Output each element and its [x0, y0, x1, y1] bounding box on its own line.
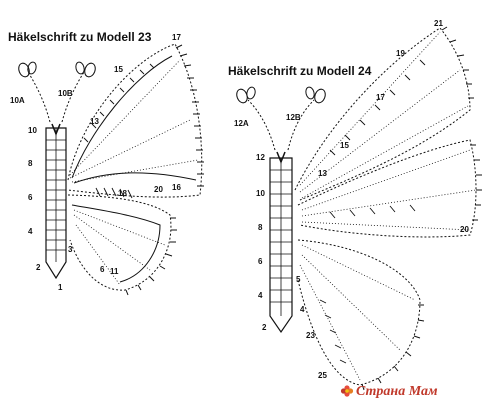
wing-label-20-24: 20 — [460, 225, 469, 234]
upper-wing-23 — [67, 43, 204, 198]
watermark-text: Страна Мам — [356, 384, 438, 399]
middle-wing-24 — [297, 139, 482, 238]
row-label-5-24: 5 — [296, 275, 301, 284]
antenna-right-24 — [287, 86, 326, 151]
body-24 — [269, 151, 293, 334]
wing-label-13: 13 — [90, 117, 99, 126]
lower-wing-23 — [67, 187, 177, 296]
title-model-23: Häkelschrift zu Modell 23 — [8, 30, 152, 44]
wing-label-23: 23 — [306, 331, 315, 340]
antenna-left-24 — [236, 86, 276, 151]
row-label-4r-24: 4 — [300, 305, 305, 314]
row-label-6: 6 — [28, 193, 33, 202]
label-12b: 12B — [286, 113, 301, 122]
wing-label-20: 20 — [154, 185, 163, 194]
wing-label-25: 25 — [318, 371, 327, 380]
flower-logo-icon — [340, 385, 354, 397]
label-10b: 10B — [58, 89, 73, 98]
diagram-23 — [18, 43, 204, 296]
wing-label-6: 6 — [100, 265, 105, 274]
wing-label-21: 21 — [434, 19, 443, 28]
label-12a: 12A — [234, 119, 249, 128]
row-label-3: 3 — [68, 245, 73, 254]
antenna-right-23 — [61, 61, 96, 123]
antenna-left-23 — [18, 61, 51, 123]
wing-label-19: 19 — [396, 49, 405, 58]
row-label-4: 4 — [28, 227, 33, 236]
row-label-6-24: 6 — [258, 257, 263, 266]
row-label-10-24: 10 — [256, 189, 265, 198]
body-23 — [45, 123, 67, 280]
wing-label-18: 18 — [118, 189, 127, 198]
title-model-24: Häkelschrift zu Modell 24 — [228, 64, 372, 78]
wing-label-15-24: 15 — [340, 141, 349, 150]
label-10a: 10A — [10, 96, 25, 105]
row-label-8-24: 8 — [258, 223, 263, 232]
wing-label-11: 11 — [110, 267, 119, 276]
row-label-12: 12 — [256, 153, 265, 162]
lower-wing-24 — [297, 239, 425, 391]
diagram-24 — [236, 26, 482, 391]
upper-wing-24 — [294, 26, 474, 201]
row-label-8: 8 — [28, 159, 33, 168]
wing-label-17-24: 17 — [376, 93, 385, 102]
wing-label-16: 16 — [172, 183, 181, 192]
row-label-2: 2 — [36, 263, 41, 272]
wing-label-1: 1 — [58, 283, 63, 292]
wing-label-15: 15 — [114, 65, 123, 74]
wing-label-17: 17 — [172, 33, 181, 42]
row-label-10: 10 — [28, 126, 37, 135]
wing-label-13-24: 13 — [318, 169, 327, 178]
row-label-4-24: 4 — [258, 291, 263, 300]
row-label-2-24: 2 — [262, 323, 267, 332]
